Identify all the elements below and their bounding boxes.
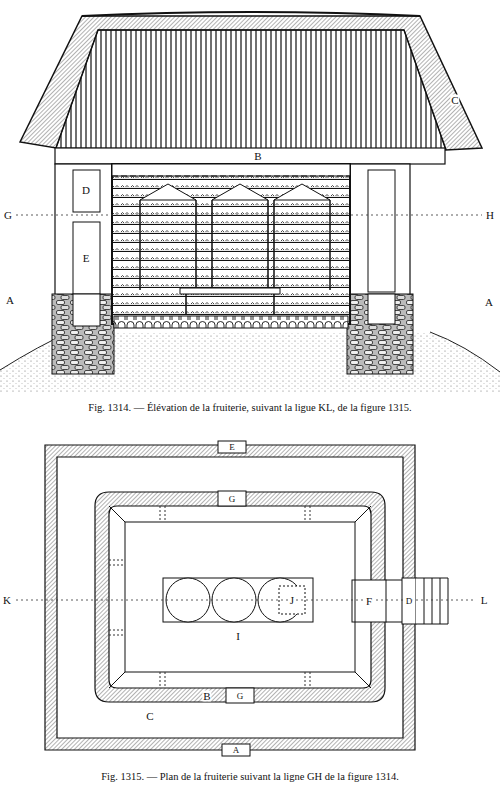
part-letter: I — [235, 631, 241, 642]
section-letter: K — [2, 595, 12, 606]
part-letter: F — [365, 596, 373, 607]
part-letter: G — [237, 692, 244, 701]
section-letter: L — [480, 595, 489, 606]
part-letter: B — [202, 691, 211, 702]
figure-caption: Fig. 1315. — Plan de la fruiterie suivan… — [15, 772, 485, 783]
part-letter: D — [81, 185, 91, 196]
part-letter: C — [450, 95, 459, 106]
section-letter: H — [485, 210, 495, 221]
part-letter: J — [289, 595, 295, 606]
part-letter: B — [253, 151, 262, 162]
part-letter: G — [229, 495, 236, 504]
part-letter: C — [145, 711, 154, 722]
figure-caption: Fig. 1314. — Élévation de la fruiterie, … — [15, 403, 485, 414]
part-letter: A — [233, 746, 240, 755]
part-letter: A — [484, 297, 494, 308]
part-letter: D — [406, 597, 413, 606]
section-letter: G — [3, 210, 13, 221]
part-letter: E — [229, 443, 235, 452]
part-letter: A — [5, 295, 15, 306]
part-letter: E — [82, 253, 91, 264]
